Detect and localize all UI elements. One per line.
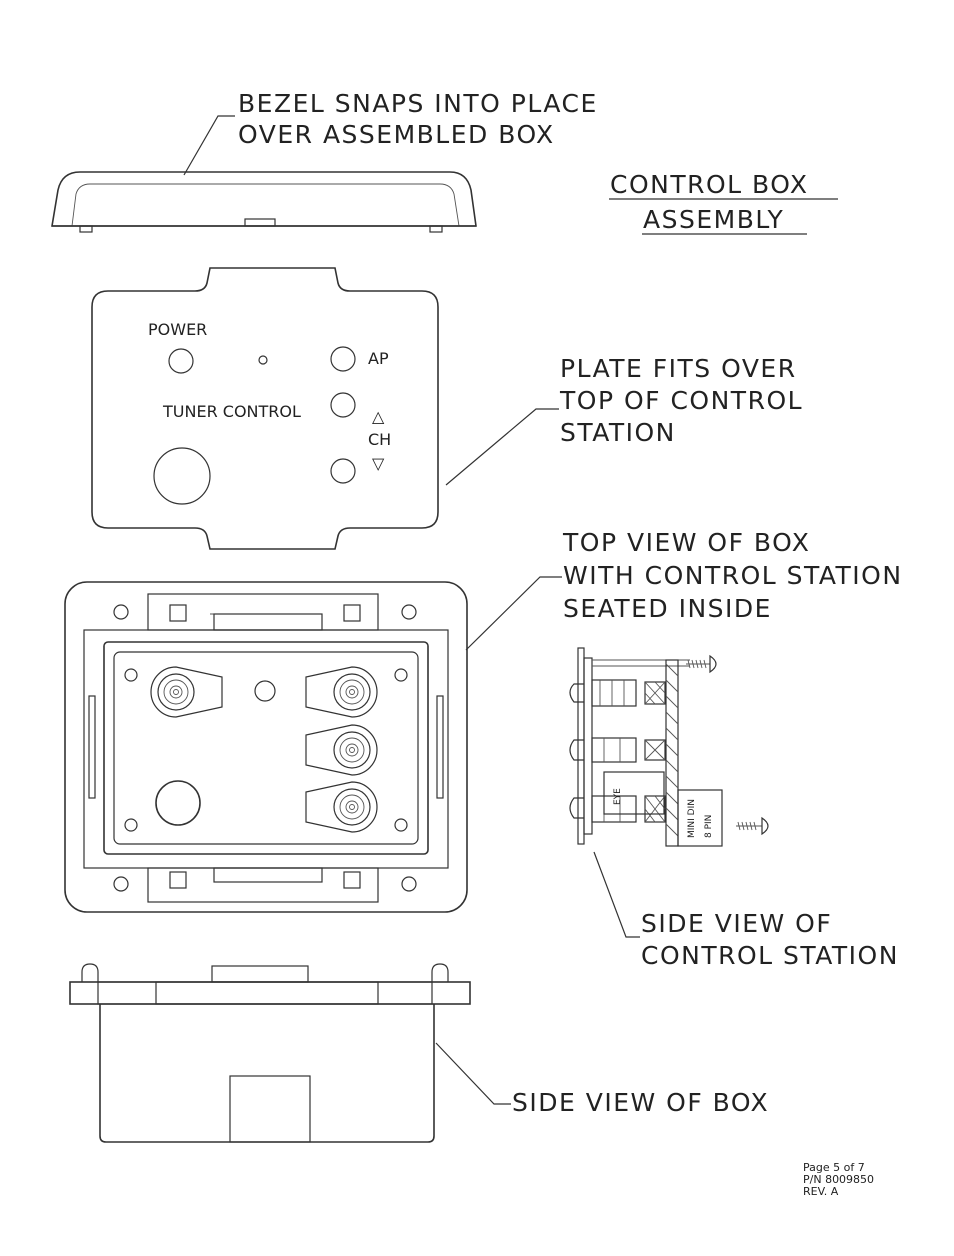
station-side-callout: SIDE VIEW OF CONTROL STATION (593, 851, 899, 970)
mini-din-label: MINI DIN (687, 799, 697, 838)
bezel-drawing (51, 171, 477, 233)
ch-up-button-hole (330, 392, 356, 418)
plate-callout-line-3: STATION (560, 418, 676, 447)
drawing-title: CONTROL BOX ASSEMBLY (609, 170, 838, 235)
screw-bottom (736, 816, 769, 836)
part-number: P/N 8009850 (803, 1173, 875, 1186)
ap-button-hole (330, 346, 356, 372)
faceplate-drawing: POWER AP TUNER CONTROL △ CH ▽ (91, 267, 439, 550)
title-line-1: CONTROL BOX (610, 170, 808, 199)
eye-label: EYE (613, 788, 623, 805)
pin-label: 8 PIN (704, 815, 714, 838)
ch-up-arrow: △ (372, 407, 385, 426)
power-label: POWER (148, 320, 207, 339)
title-line-2: ASSEMBLY (643, 205, 784, 234)
ch-down-arrow: ▽ (372, 454, 385, 473)
station-side-callout-line-1: SIDE VIEW OF (641, 909, 832, 938)
ch-down-button-hole (330, 458, 356, 484)
box-side-view-drawing (69, 963, 471, 1143)
top-view-callout-line-2: WITH CONTROL STATION (563, 561, 903, 590)
tuner-control-hole (153, 447, 211, 505)
tuner-control-label: TUNER CONTROL (162, 402, 301, 421)
box-side-callout-line-1: SIDE VIEW OF BOX (512, 1088, 769, 1117)
top-view-callout-line-1: TOP VIEW OF BOX (562, 528, 810, 557)
led-hole (258, 355, 268, 365)
bezel-callout-line-1: BEZEL SNAPS INTO PLACE (238, 89, 598, 118)
ch-label: CH (368, 430, 391, 449)
revision: REV. A (803, 1185, 839, 1198)
page-number: Page 5 of 7 (803, 1161, 865, 1174)
box-side-callout: SIDE VIEW OF BOX (435, 1042, 769, 1117)
ap-label: AP (368, 349, 389, 368)
plate-callout-line-2: TOP OF CONTROL (559, 386, 803, 415)
plate-callout: PLATE FITS OVER TOP OF CONTROL STATION (445, 354, 803, 486)
screw-top (686, 654, 717, 674)
plate-callout-line-1: PLATE FITS OVER (560, 354, 797, 383)
control-station-side-view-drawing: EYE MINI DIN 8 PIN (569, 647, 769, 847)
title-block: Page 5 of 7 P/N 8009850 REV. A (803, 1162, 874, 1198)
bezel-callout-line-2: OVER ASSEMBLED BOX (238, 120, 555, 149)
box-top-view-drawing (64, 581, 468, 913)
top-view-callout-line-3: SEATED INSIDE (563, 594, 772, 623)
bezel-callout: BEZEL SNAPS INTO PLACE OVER ASSEMBLED BO… (183, 89, 598, 176)
power-button-hole (168, 348, 194, 374)
station-side-callout-line-2: CONTROL STATION (641, 941, 899, 970)
top-view-callout: TOP VIEW OF BOX WITH CONTROL STATION SEA… (465, 528, 903, 651)
